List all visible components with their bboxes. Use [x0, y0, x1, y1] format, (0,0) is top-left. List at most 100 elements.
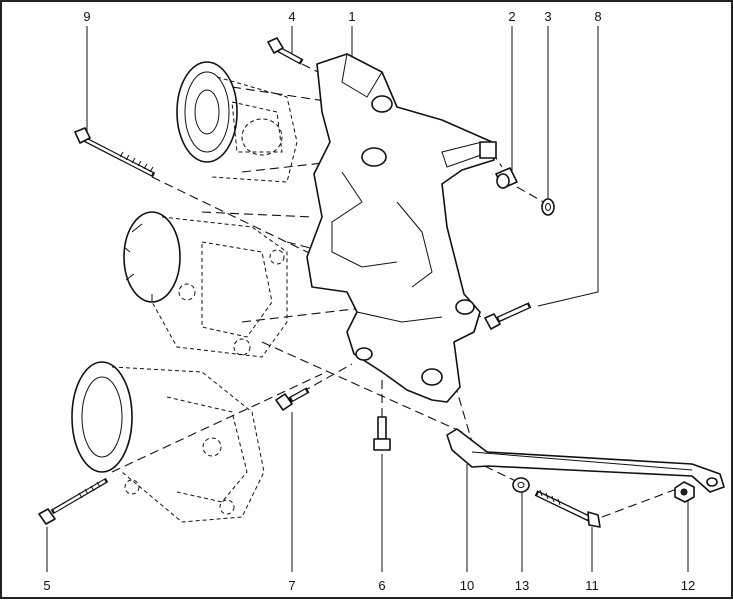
bracket-hole-foot-2: [355, 347, 373, 361]
bolt-5-head: [38, 508, 56, 525]
strut-10-hole: [706, 477, 718, 487]
bolt-11-head: [587, 511, 601, 528]
bolt-4-head: [267, 37, 284, 54]
bolt-8-shank-fill: [498, 304, 529, 321]
axis-bolt-5: [111, 373, 323, 473]
bolt-9-shank-fill: [85, 138, 153, 176]
callout-8: 8: [594, 9, 601, 24]
pump-pulley-groove: [184, 71, 230, 153]
pump-pulley: [176, 61, 238, 163]
compressor-pulley: [71, 361, 133, 473]
ac-compressor: [71, 361, 265, 523]
axis-alt-1: [201, 211, 313, 218]
washer-3-hole: [545, 203, 551, 211]
accessory-bracket: [306, 53, 497, 403]
axis-alt-4: [261, 341, 463, 433]
alternator-housing: [201, 241, 273, 338]
washer-13: [512, 477, 530, 493]
compressor-port-1: [202, 437, 222, 457]
compressor-pulley-face: [81, 376, 123, 458]
bolt-6: [373, 416, 391, 451]
bolt-6-head: [373, 438, 391, 451]
bolt-6-shank: [377, 416, 387, 440]
alternator: [123, 211, 288, 358]
bolt-9-head: [74, 127, 91, 144]
bolt-9: [74, 127, 156, 178]
bolt-9-thread: [119, 151, 154, 173]
washer-13-ring: [512, 477, 530, 493]
axis-pump-1: [231, 86, 333, 103]
bolt-7-shank-fill: [291, 389, 307, 401]
strut-10: [446, 428, 725, 493]
axis-bolt-7: [301, 363, 353, 393]
bolt-11: [534, 489, 601, 528]
bracket-hole-pivot: [361, 147, 387, 167]
bolt-5-thread: [78, 481, 101, 499]
bolt-8: [484, 302, 532, 330]
alternator-fins: [123, 223, 153, 302]
alternator-body: [151, 216, 288, 358]
alternator-mount-1: [178, 283, 196, 301]
bracket-top-boss: [341, 53, 383, 98]
bolt-11-thread: [539, 489, 561, 506]
callout-6: 6: [378, 578, 385, 593]
bolt-5-shank-fill: [53, 479, 106, 513]
strut-10-body: [446, 428, 725, 493]
nut-12: [674, 481, 695, 503]
bracket-hole-lower: [455, 299, 475, 315]
washer-3: [541, 198, 555, 216]
callout-4: 4: [288, 9, 295, 24]
alternator-mount-3: [233, 338, 251, 356]
bracket-rib-1: [331, 171, 398, 268]
bolt-7: [275, 387, 310, 411]
callout-13: 13: [515, 578, 529, 593]
sleeve-2-end: [496, 173, 510, 189]
steering-pump: [176, 61, 298, 183]
washer-13-hole: [517, 481, 525, 489]
leader-8: [537, 26, 599, 307]
bracket-body: [306, 53, 495, 403]
bolt-8-head: [484, 313, 501, 330]
bolt-5: [38, 477, 109, 525]
pump-reservoir: [241, 118, 283, 156]
callout-7: 7: [288, 578, 295, 593]
axis-pump-2: [241, 161, 333, 173]
callout-11: 11: [585, 578, 599, 593]
washer-3-ring: [541, 198, 555, 216]
compressor-body: [111, 366, 265, 523]
bracket-hole-top: [371, 95, 393, 113]
callout-5: 5: [43, 578, 50, 593]
pump-pulley-hub: [194, 89, 220, 135]
callout-9: 9: [83, 9, 90, 24]
callout-1: 1: [348, 9, 355, 24]
pump-body-inner: [231, 101, 283, 153]
alternator-mount-2: [269, 249, 285, 265]
callout-12: 12: [681, 578, 695, 593]
axis-nut-12: [601, 486, 683, 518]
callout-labels: 9 4 1 2 3 8 5 7 6 10 13 11 12: [43, 9, 695, 593]
bolt-11-shank-fill: [537, 492, 589, 520]
strut-10-edge: [471, 451, 693, 471]
bracket-rib-2: [396, 201, 433, 288]
bracket-stud: [479, 141, 497, 159]
leader-2: [498, 26, 513, 175]
pump-body-outline: [211, 76, 298, 183]
alternator-pulley: [123, 211, 181, 303]
bracket-edge: [356, 311, 443, 323]
bracket-hole-foot: [421, 368, 443, 386]
axis-washer-13: [471, 459, 523, 485]
bolt-4: [267, 37, 304, 65]
callout-10: 10: [460, 578, 474, 593]
callout-3: 3: [544, 9, 551, 24]
axis-bolt-9: [151, 176, 333, 265]
nut-12-hole: [680, 488, 688, 496]
bolt-7-head: [275, 393, 293, 411]
bolt-4-shank-fill: [279, 48, 301, 63]
axis-washer-3: [516, 186, 548, 205]
compressor-housing: [166, 396, 248, 503]
callout-2: 2: [508, 9, 515, 24]
compressor-port-2: [124, 479, 140, 495]
sleeve-2: [495, 167, 518, 189]
